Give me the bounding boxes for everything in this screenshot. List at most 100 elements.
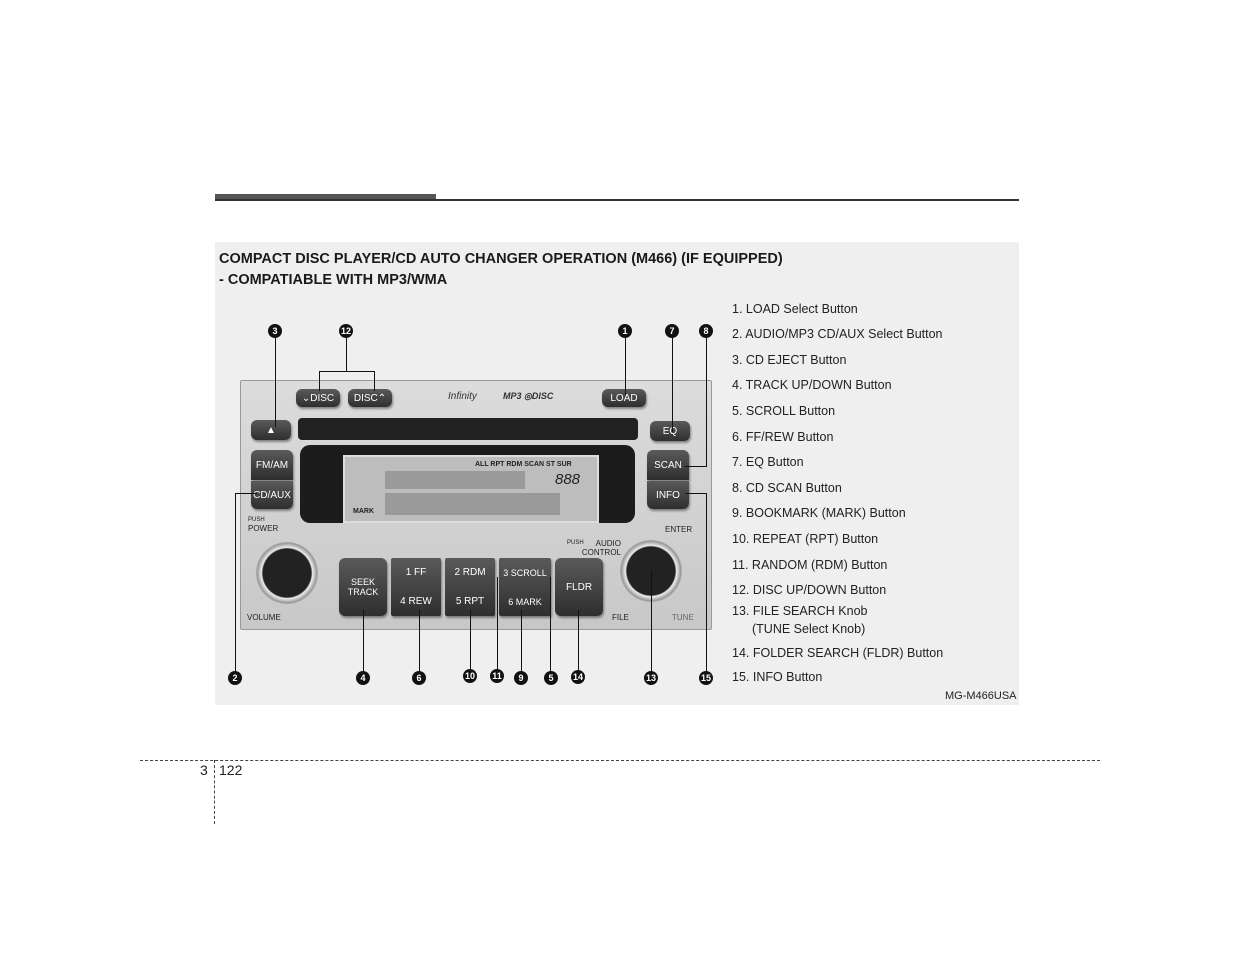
callout-9: 9 — [514, 671, 528, 685]
legend-item: 5. SCROLL Button — [732, 404, 836, 418]
legend-item: 3. CD EJECT Button — [732, 353, 847, 367]
header-rule — [215, 199, 1019, 201]
legend-item: 11. RANDOM (RDM) Button — [732, 558, 888, 572]
preset-3-6-group: 3 SCROLL 6 MARK — [499, 558, 551, 616]
title-line-2: - COMPATIABLE WITH MP3/WMA — [219, 272, 448, 288]
eq-button[interactable]: EQ — [650, 421, 690, 441]
lcd-digits: 888 — [555, 471, 581, 488]
cd-aux-button[interactable]: CD/AUX — [251, 481, 293, 509]
legend-item: 15. INFO Button — [732, 670, 823, 684]
info-button[interactable]: INFO — [647, 481, 689, 509]
callout-7: 7 — [665, 324, 679, 338]
lcd-line-1 — [385, 471, 525, 489]
fldr-button[interactable]: FLDR — [555, 558, 603, 616]
callout-1: 1 — [618, 324, 632, 338]
callout-line-2 — [235, 493, 236, 671]
disc-up-button[interactable]: DISC⌃ — [348, 389, 392, 407]
figure-code: MG-M466USA — [945, 690, 1017, 702]
fm-am-button[interactable]: FM/AM — [251, 450, 293, 480]
lcd-indicators: ALL RPT RDM SCAN ST SUR — [475, 461, 572, 468]
footer-divider — [214, 760, 215, 824]
callout-line-14 — [578, 610, 579, 671]
load-button[interactable]: LOAD — [602, 389, 646, 407]
callout-line-12 — [346, 337, 347, 371]
page-number: 122 — [219, 762, 243, 778]
section-number: 3 — [200, 762, 208, 778]
callout-10: 10 — [463, 669, 477, 683]
callout-line-7 — [672, 337, 673, 432]
legend-item: 1. LOAD Select Button — [732, 302, 858, 316]
header-accent-bar — [215, 194, 436, 200]
ff-button[interactable]: 1 FF — [405, 567, 427, 578]
legend-item: 9. BOOKMARK (MARK) Button — [732, 506, 906, 520]
callout-4: 4 — [356, 671, 370, 685]
callout-line-15 — [706, 493, 707, 671]
lcd-line-2 — [385, 493, 560, 515]
legend-item: 7. EQ Button — [732, 455, 804, 469]
legend-item: 8. CD SCAN Button — [732, 481, 842, 495]
callout-tick-8 — [685, 466, 706, 467]
tune-label: TUNE — [672, 613, 694, 622]
callout-line-13 — [651, 571, 652, 671]
eject-button[interactable]: ▲ — [251, 420, 291, 440]
callout-line-9 — [521, 610, 522, 671]
legend-item: 14. FOLDER SEARCH (FLDR) Button — [732, 646, 944, 660]
title-line-1: COMPACT DISC PLAYER/CD AUTO CHANGER OPER… — [219, 251, 783, 267]
audio-control-label: AUDIO CONTROL — [581, 539, 621, 557]
cd-slot — [298, 418, 638, 440]
legend-item: 10. REPEAT (RPT) Button — [732, 532, 879, 546]
rew-button[interactable]: 4 REW — [400, 596, 432, 607]
callout-line-3 — [275, 337, 276, 427]
push-audio-small: PUSH — [567, 540, 584, 546]
callout-13: 13 — [644, 671, 658, 685]
footer-rule — [140, 760, 1100, 761]
seek-track-button[interactable]: SEEK TRACK — [339, 558, 387, 616]
rpt-button[interactable]: 5 RPT — [455, 596, 485, 607]
callout-line-6 — [419, 610, 420, 671]
callout-8: 8 — [699, 324, 713, 338]
callout-leg-12a — [319, 371, 320, 391]
push-label: PUSH — [248, 517, 265, 523]
volume-label: VOLUME — [247, 613, 281, 622]
brand-logo: Infinity — [448, 391, 477, 402]
scroll-button[interactable]: 3 SCROLL — [503, 567, 547, 578]
disc-down-button[interactable]: ⌄DISC — [296, 389, 340, 407]
legend-item: 4. TRACK UP/DOWN Button — [732, 378, 892, 392]
callout-leg-12b — [374, 371, 375, 391]
callout-3: 3 — [268, 324, 282, 338]
lcd-mark: MARK — [353, 508, 374, 515]
callout-line-8 — [706, 337, 707, 467]
callout-15: 15 — [699, 671, 713, 685]
callout-line-4 — [363, 610, 364, 671]
callout-12: 12 — [339, 324, 353, 338]
rdm-button[interactable]: 2 RDM — [454, 567, 486, 578]
format-logos: MP3 ◎DISC — [503, 391, 554, 401]
power-label: POWER — [248, 524, 279, 533]
section-title: COMPACT DISC PLAYER/CD AUTO CHANGER OPER… — [219, 249, 783, 291]
callout-line-10 — [470, 610, 471, 671]
preset-2-5-group: 2 RDM 5 RPT — [445, 558, 495, 616]
volume-knob[interactable] — [256, 542, 318, 604]
callout-line-11 — [497, 577, 498, 671]
legend-item: 2. AUDIO/MP3 CD/AUX Select Button — [732, 327, 943, 341]
legend-item: 12. DISC UP/DOWN Button — [732, 583, 887, 597]
callout-5: 5 — [544, 671, 558, 685]
lcd-display: ALL RPT RDM SCAN ST SUR 888 MARK — [343, 455, 599, 523]
callout-2: 2 — [228, 671, 242, 685]
enter-label: ENTER — [665, 525, 693, 534]
callout-bracket-12 — [319, 371, 374, 372]
preset-1-4-group: 1 FF 4 REW — [391, 558, 441, 616]
scan-button[interactable]: SCAN — [647, 450, 689, 480]
callout-line-5 — [550, 577, 551, 671]
callout-line-1 — [625, 337, 626, 395]
legend-item: 13. FILE SEARCH Knob — [732, 604, 868, 618]
callout-tick-15 — [685, 493, 706, 494]
callout-14: 14 — [571, 670, 585, 684]
callout-6: 6 — [412, 671, 426, 685]
mark-button[interactable]: 6 MARK — [508, 596, 542, 607]
callout-11: 11 — [490, 669, 504, 683]
file-label: FILE — [612, 613, 629, 622]
legend-item-sub: (TUNE Select Knob) — [752, 622, 866, 636]
legend-item: 6. FF/REW Button — [732, 430, 834, 444]
callout-tick-2 — [235, 493, 257, 494]
